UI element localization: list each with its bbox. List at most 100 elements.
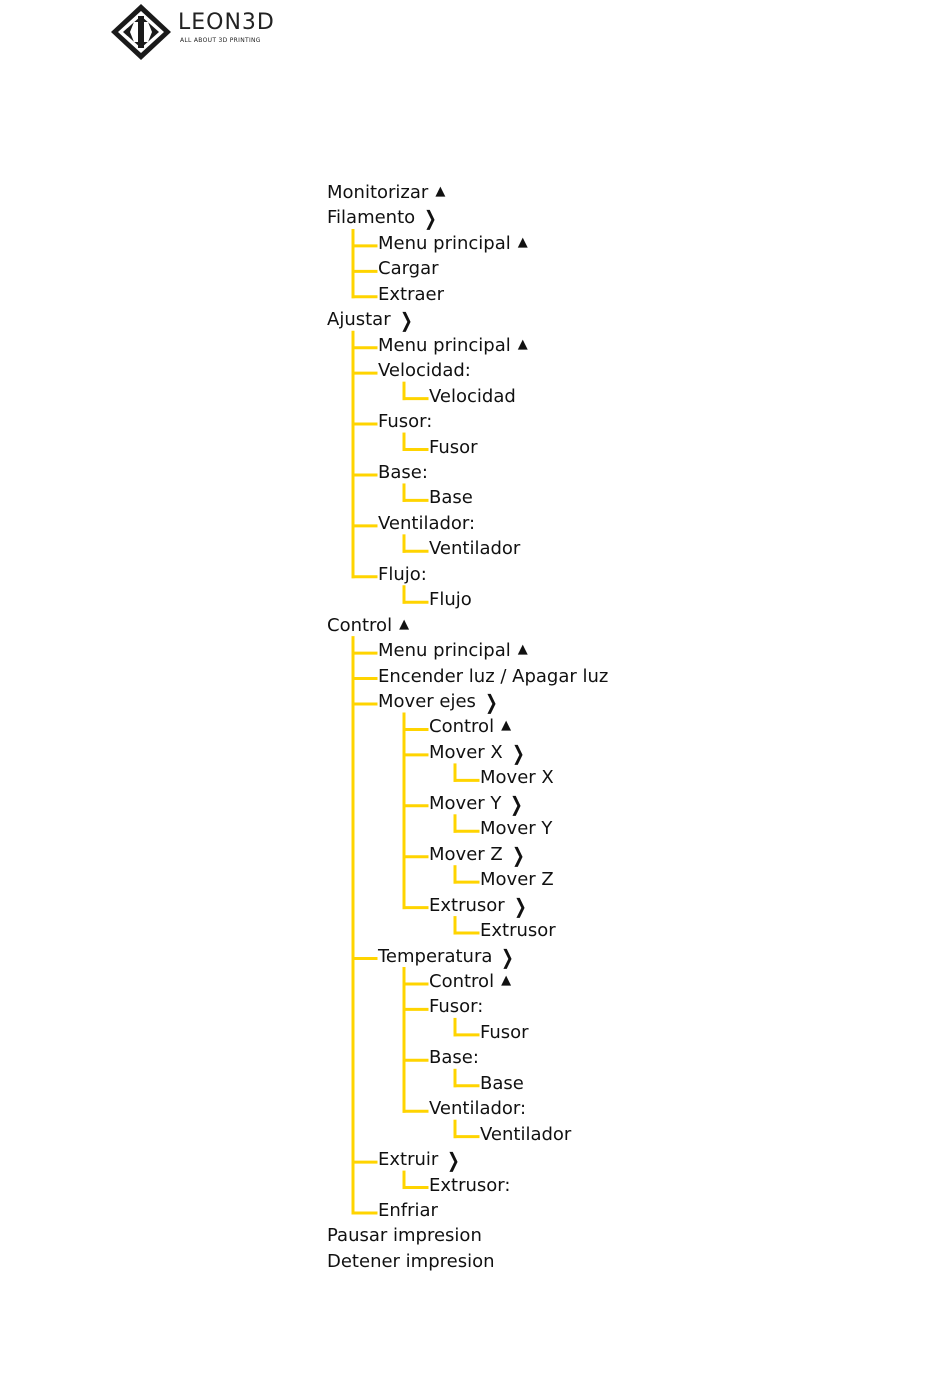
menu-item-label: Control <box>327 614 393 636</box>
menu-item-menu-principal[interactable]: Menu principal ▲ <box>378 640 528 662</box>
menu-item-base[interactable]: Base <box>480 1073 524 1095</box>
up-arrow-icon: ▲ <box>435 184 446 199</box>
chevron-right-icon: ❯ <box>501 944 515 969</box>
menu-item-flujo[interactable]: Flujo <box>429 589 472 611</box>
logo-emblem-icon <box>111 4 171 60</box>
chevron-right-icon: ❯ <box>513 893 527 918</box>
menu-item-velocidad[interactable]: Velocidad <box>429 386 516 408</box>
menu-item-label: Flujo <box>429 589 472 611</box>
up-arrow-icon: ▲ <box>501 972 512 988</box>
up-arrow-icon: ▲ <box>517 234 528 250</box>
menu-item-ventilador[interactable]: Ventilador: <box>378 513 475 535</box>
menu-item-menu-principal[interactable]: Menu principal ▲ <box>378 233 528 255</box>
menu-item-fusor[interactable]: Fusor: <box>378 411 432 433</box>
menu-item-label: Monitorizar <box>327 182 429 203</box>
up-arrow-icon: ▲ <box>517 642 528 658</box>
menu-item-fusor[interactable]: Fusor <box>429 437 478 459</box>
menu-item-ventilador[interactable]: Ventilador: <box>429 1098 526 1120</box>
leon3d-logo: LEON3D ALL ABOUT 3D PRINTING <box>105 2 305 62</box>
menu-item-label: Menu principal <box>378 232 511 254</box>
chevron-right-icon: ❯ <box>424 206 437 231</box>
menu-item-label: Ventilador <box>480 1123 572 1145</box>
menu-item-control[interactable]: Control ▲ <box>327 615 409 637</box>
menu-item-mover-x[interactable]: Mover X <box>480 767 554 789</box>
menu-item-mover-z[interactable]: Mover Z <box>480 869 554 891</box>
menu-item-label: Enfriar <box>378 1200 438 1221</box>
menu-item-label: Extruir <box>378 1149 439 1171</box>
menu-item-monitorizar[interactable]: Monitorizar ▲ <box>327 182 445 204</box>
menu-item-ventilador[interactable]: Ventilador <box>480 1124 571 1146</box>
menu-item-label: Ventilador: <box>378 512 476 534</box>
menu-item-label: Mover X <box>480 767 554 789</box>
menu-item-ajustar[interactable]: Ajustar ❯ <box>327 309 414 331</box>
menu-item-label: Mover Z <box>480 869 554 891</box>
menu-item-label: Velocidad <box>429 385 516 407</box>
chevron-right-icon: ❯ <box>511 740 525 765</box>
menu-item-base[interactable]: Base <box>429 487 473 509</box>
menu-item-label: Fusor: <box>429 996 484 1018</box>
menu-item-fusor[interactable]: Fusor <box>480 1022 529 1044</box>
menu-item-label: Encender luz / Apagar luz <box>378 665 609 687</box>
menu-item-label: Cargar <box>378 258 439 280</box>
menu-item-label: Ventilador: <box>429 1098 527 1120</box>
menu-item-label: Flujo: <box>378 563 427 585</box>
menu-item-label: Velocidad: <box>378 360 471 382</box>
chevron-right-icon: ❯ <box>485 690 498 714</box>
menu-item-extruir[interactable]: Extruir ❯ <box>378 1149 462 1171</box>
menu-item-fusor[interactable]: Fusor: <box>429 996 483 1018</box>
menu-item-enfriar[interactable]: Enfriar <box>378 1200 438 1222</box>
menu-item-control[interactable]: Control ▲ <box>429 971 511 993</box>
menu-item-control[interactable]: Control ▲ <box>429 716 511 738</box>
menu-item-base[interactable]: Base: <box>429 1047 479 1069</box>
menu-item-label: Extrusor: <box>429 1174 511 1196</box>
menu-item-label: Extrusor <box>480 920 556 942</box>
menu-item-label: Fusor <box>480 1021 529 1043</box>
menu-item-label: Ajustar <box>327 309 391 331</box>
menu-item-extrusor[interactable]: Extrusor: <box>429 1175 510 1197</box>
logo-wordmark: LEON3D <box>178 10 275 35</box>
menu-item-filamento[interactable]: Filamento ❯ <box>327 207 439 229</box>
menu-item-label: Base: <box>378 461 428 483</box>
menu-item-mover-y[interactable]: Mover Y ❯ <box>429 793 525 815</box>
menu-item-encender-luz-apagar-luz[interactable]: Encender luz / Apagar luz <box>378 666 608 688</box>
menu-item-menu-principal[interactable]: Menu principal▲ <box>378 335 528 357</box>
chevron-right-icon: ❯ <box>399 308 413 333</box>
menu-item-flujo[interactable]: Flujo: <box>378 564 427 586</box>
menu-item-label: Mover Y <box>429 792 502 814</box>
menu-item-label: Control <box>429 970 495 992</box>
menu-item-label: Menu principal <box>378 640 511 662</box>
menu-item-temperatura[interactable]: Temperatura❯ <box>378 946 516 968</box>
menu-item-label: Filamento <box>327 207 416 229</box>
chevron-right-icon: ❯ <box>510 791 524 816</box>
menu-item-mover-z[interactable]: Mover Z❯ <box>429 844 527 866</box>
menu-item-cargar[interactable]: Cargar <box>378 258 439 280</box>
menu-item-mover-y[interactable]: Mover Y <box>480 818 552 840</box>
menu-item-label: Mover X <box>429 741 503 763</box>
menu-item-label: Mover ejes <box>378 691 476 712</box>
menu-item-label: Base: <box>429 1047 479 1069</box>
menu-item-label: Pausar impresion <box>327 1225 482 1247</box>
menu-item-label: Detener impresion <box>327 1250 495 1272</box>
menu-item-label: Ventilador <box>429 538 521 560</box>
menu-item-label: Base <box>429 487 473 509</box>
up-arrow-icon: ▲ <box>399 616 410 632</box>
up-arrow-icon: ▲ <box>501 718 512 734</box>
chevron-right-icon: ❯ <box>447 1148 460 1173</box>
menu-item-extrusor[interactable]: Extrusor <box>480 920 556 942</box>
menu-item-ventilador[interactable]: Ventilador <box>429 538 520 560</box>
menu-item-extrusor[interactable]: Extrusor ❯ <box>429 895 528 917</box>
chevron-right-icon: ❯ <box>511 842 525 867</box>
menu-item-detener-impresion[interactable]: Detener impresion <box>327 1251 495 1273</box>
menu-item-label: Extrusor <box>429 894 505 916</box>
menu-item-label: Mover Y <box>480 818 553 840</box>
menu-item-pausar-impresion[interactable]: Pausar impresion <box>327 1225 482 1247</box>
menu-item-mover-ejes[interactable]: Mover ejes ❯ <box>378 691 500 713</box>
logo-tagline: ALL ABOUT 3D PRINTING <box>180 37 261 44</box>
menu-item-base[interactable]: Base: <box>378 462 428 484</box>
menu-item-label: Base <box>480 1072 524 1094</box>
menu-item-label: Control <box>429 716 495 738</box>
menu-item-velocidad[interactable]: Velocidad: <box>378 360 471 382</box>
menu-item-extraer[interactable]: Extraer <box>378 284 444 306</box>
menu-item-mover-x[interactable]: Mover X ❯ <box>429 742 527 764</box>
